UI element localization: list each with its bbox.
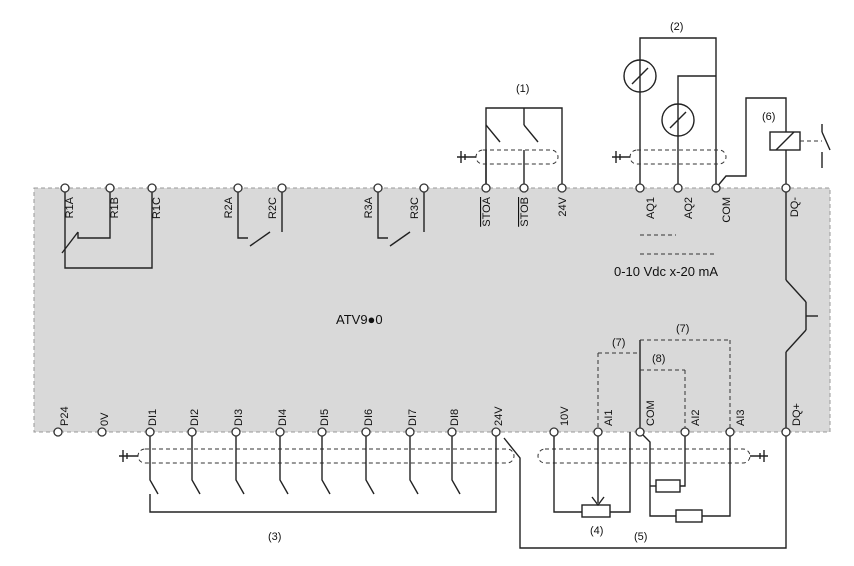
terminal-label: R1A (64, 196, 76, 218)
terminal-label: DI8 (449, 409, 461, 426)
callout-label: (8) (652, 353, 665, 365)
terminal-label: COM (721, 197, 733, 223)
terminal-label: 0V (99, 412, 111, 426)
terminal-label: COM (645, 400, 657, 426)
terminal-label: DI2 (189, 409, 201, 426)
terminal-label: STOB (519, 197, 531, 227)
terminal-label: STOA (481, 196, 493, 226)
callout-label: (7) (612, 337, 625, 349)
terminal-label: AQ1 (645, 197, 657, 219)
bottom-terminal-points (53, 427, 791, 437)
terminal-label: R2C (267, 197, 279, 219)
terminal-label: R2A (223, 196, 235, 218)
external-bottom-wiring (119, 431, 787, 549)
terminal-label: DI5 (319, 409, 331, 426)
terminal-label: R1B (109, 197, 121, 218)
terminal-label: AI3 (735, 409, 747, 426)
callout-label: (7) (676, 323, 689, 335)
terminal-label: AI2 (690, 409, 702, 426)
terminal-label: DQ- (789, 197, 801, 218)
analog-range-label: 0-10 Vdc x-20 mA (614, 264, 718, 279)
device-name: ATV9●0 (336, 312, 383, 327)
terminal-label: R1C (151, 197, 163, 219)
terminal-label: 24V (493, 406, 505, 426)
terminal-label: 10V (559, 406, 571, 426)
terminal-label: R3A (363, 196, 375, 218)
callout-label: (4) (590, 525, 603, 537)
drive-panel (33, 187, 831, 433)
terminal-label: DQ+ (791, 403, 803, 426)
terminal-label: P24 (59, 406, 71, 426)
callout-label: (1) (516, 83, 529, 95)
terminal-label: AI1 (603, 409, 615, 426)
internal-wiring (61, 188, 818, 432)
terminal-label: DI7 (407, 409, 419, 426)
terminal-label: DI6 (363, 409, 375, 426)
terminal-label: 24V (557, 196, 569, 216)
callout-label: (2) (670, 21, 683, 33)
terminal-label: DI4 (277, 409, 289, 426)
callout-label: (5) (634, 531, 647, 543)
external-top-wiring (457, 37, 831, 189)
terminal-label: AQ2 (683, 197, 695, 219)
terminal-label: DI3 (233, 409, 245, 426)
top-terminal-points (60, 183, 791, 193)
callout-label: (6) (762, 111, 775, 123)
terminal-label: R3C (409, 197, 421, 219)
terminal-label: DI1 (147, 409, 159, 426)
callout-label: (3) (268, 531, 281, 543)
